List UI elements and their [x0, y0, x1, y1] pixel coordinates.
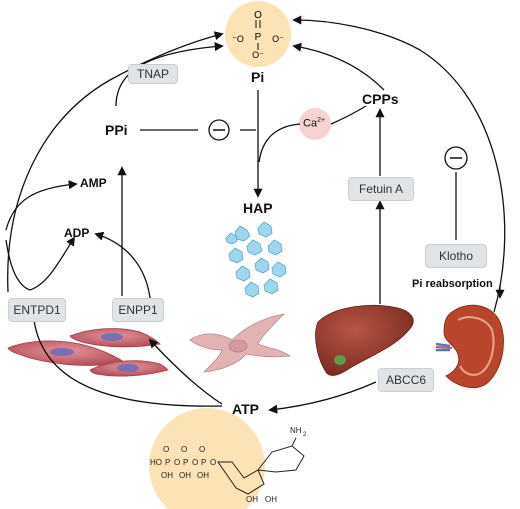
pi-label: Pi	[251, 69, 265, 85]
arrow-abcc6-to-atp	[268, 381, 377, 414]
svg-text:O: O	[163, 445, 169, 454]
fetuin-a-box: Fetuin A	[348, 177, 414, 201]
atp-label: ATP	[232, 401, 259, 417]
tnap-box: TNAP	[128, 64, 178, 84]
fibroblast-cell	[189, 313, 292, 373]
arrow-to-adp	[5, 236, 75, 291]
svg-text:O: O	[181, 445, 187, 454]
adp-label: ADP	[64, 226, 90, 240]
liver-organ	[315, 304, 414, 376]
phosphate-structure: O P ⁻O O⁻ O⁻	[225, 1, 291, 67]
arrow-to-amp	[5, 180, 78, 231]
svg-text:OH: OH	[161, 471, 173, 480]
smooth-muscle-cells	[7, 328, 169, 377]
hap-crystals	[225, 221, 287, 298]
arrow-atp-to-enpp1	[148, 338, 223, 405]
calcium-line	[258, 123, 301, 163]
pathway-arrows	[5, 15, 506, 414]
arrow-to-pi-right	[292, 15, 506, 313]
svg-text:OH: OH	[197, 471, 209, 480]
entpd1-box: ENTPD1	[8, 298, 66, 322]
arrow-to-pi-left	[7, 31, 224, 293]
svg-text:P: P	[183, 458, 188, 467]
svg-text:OH: OH	[179, 471, 191, 480]
svg-text:⁻O: ⁻O	[232, 34, 244, 44]
svg-text:P: P	[255, 32, 262, 43]
arrow-enpp1-to-adp	[94, 231, 151, 299]
enpp1-box: ENPP1	[112, 298, 164, 322]
calcium-circle	[299, 108, 331, 140]
kidney-organ	[435, 304, 504, 389]
arrow-cpps-to-pi	[292, 42, 385, 91]
svg-text:P: P	[165, 458, 170, 467]
svg-text:O: O	[254, 10, 262, 21]
svg-text:O: O	[174, 458, 180, 467]
svg-text:OH: OH	[265, 495, 277, 504]
abcc6-box: ABCC6	[378, 368, 434, 392]
svg-text:NH: NH	[290, 426, 302, 435]
svg-text:OH: OH	[246, 495, 258, 504]
inhibition-symbol	[208, 119, 230, 141]
entpd1-atp-line	[33, 319, 223, 407]
amp-label: AMP	[80, 176, 107, 190]
calcium-label: Ca2+	[303, 117, 326, 130]
hap-label: HAP	[243, 200, 273, 216]
svg-text:O: O	[199, 445, 205, 454]
svg-text:O⁻: O⁻	[252, 50, 264, 60]
calcium-to-cpps-line	[330, 105, 367, 125]
svg-text:O⁻: O⁻	[272, 34, 284, 44]
svg-text:HO: HO	[150, 458, 162, 467]
klotho-inhibition-icon	[444, 146, 468, 170]
svg-text:O: O	[210, 458, 216, 467]
svg-text:O: O	[192, 458, 198, 467]
ppi-label: PPi	[105, 122, 128, 138]
cpps-label: CPPs	[362, 91, 399, 107]
svg-text:2: 2	[303, 432, 307, 438]
klotho-box: Klotho	[425, 244, 487, 268]
svg-text:P: P	[201, 458, 206, 467]
pi-reabsorption-label: Pi reabsorption	[412, 278, 493, 290]
